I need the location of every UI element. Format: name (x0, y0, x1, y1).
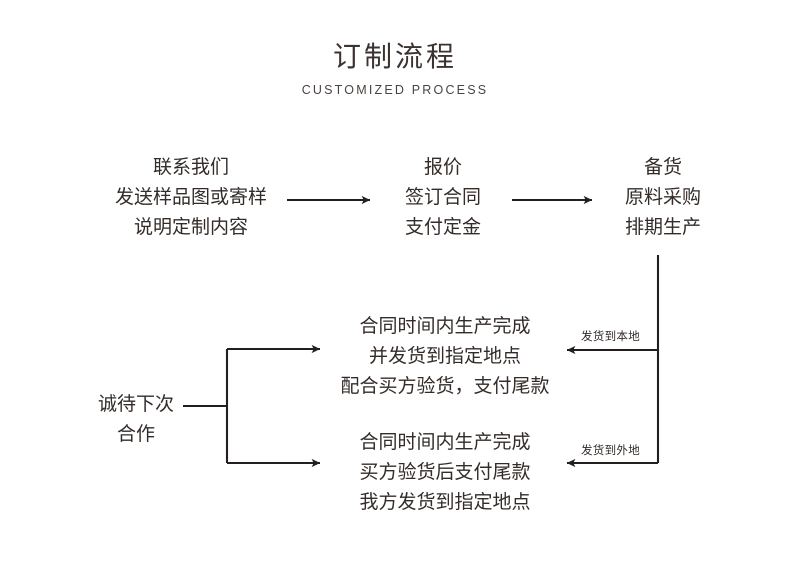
step-contact: 联系我们 发送样品图或寄样 说明定制内容 (96, 153, 286, 243)
step-stock-line-3: 排期生产 (624, 217, 701, 238)
step-next-line-2: 合作 (116, 424, 155, 445)
step-stock-line-1: 备货 (643, 157, 682, 178)
step-remote-delivery: 合同时间内生产完成 买方验货后支付尾款 我方发货到指定地点 (330, 428, 560, 518)
step-contact-line-1: 联系我们 (152, 157, 229, 178)
step-remote-line-2: 买方验货后支付尾款 (359, 462, 531, 483)
step-local-delivery: 合同时间内生产完成 并发货到指定地点 配合买方验货，支付尾款 (330, 312, 560, 402)
step-quote: 报价 签订合同 支付定金 (380, 153, 506, 243)
step-remote-line-1: 合同时间内生产完成 (359, 432, 531, 453)
step-contact-line-3: 说明定制内容 (133, 217, 248, 238)
step-stock: 备货 原料采购 排期生产 (600, 153, 726, 243)
step-local-line-2: 并发货到指定地点 (368, 346, 521, 367)
step-local-line-1: 合同时间内生产完成 (359, 316, 531, 337)
step-contact-line-2: 发送样品图或寄样 (114, 187, 267, 208)
step-local-line-3: 配合买方验货，支付尾款 (340, 376, 550, 397)
chart-header: 订制流程 CUSTOMIZED PROCESS (0, 40, 790, 97)
step-next-line-1: 诚待下次 (97, 394, 174, 415)
page-subtitle: CUSTOMIZED PROCESS (301, 83, 489, 97)
step-stock-line-2: 原料采购 (624, 187, 701, 208)
step-quote-line-2: 签订合同 (404, 187, 481, 208)
edge-label-local-delivery: 发货到本地 (581, 331, 640, 343)
step-next-cooperation: 诚待下次 合作 (88, 390, 184, 450)
step-remote-line-3: 我方发货到指定地点 (359, 492, 531, 513)
page-title: 订制流程 (332, 41, 457, 72)
edge-label-remote-delivery: 发货到外地 (581, 445, 640, 457)
step-quote-line-1: 报价 (423, 157, 462, 178)
step-quote-line-3: 支付定金 (404, 217, 481, 238)
